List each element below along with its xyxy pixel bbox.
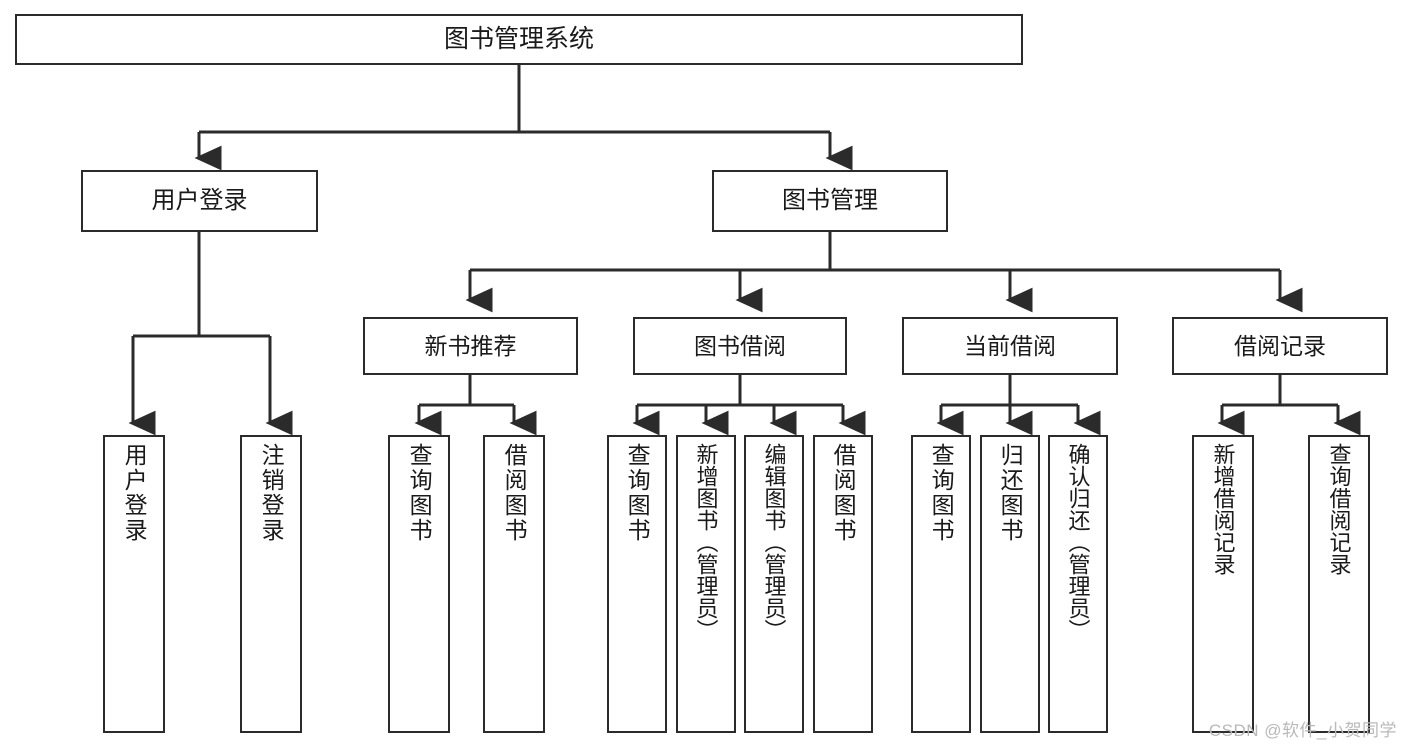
leaf-query-book-2[interactable]: 查询图书 [607, 435, 667, 733]
node-book-management[interactable]: 图书管理 [712, 170, 948, 232]
node-book-borrow-label: 图书借阅 [694, 332, 786, 359]
leaf-add-record-label: 新增借阅记录 [1210, 443, 1236, 575]
leaf-logout-label: 注销登录 [258, 443, 285, 543]
leaf-user-login[interactable]: 用户登录 [103, 435, 165, 733]
node-new-book-recommend-label: 新书推荐 [424, 332, 517, 359]
node-book-borrow[interactable]: 图书借阅 [633, 317, 847, 375]
leaf-edit-book[interactable]: 编辑图书（管理员） [744, 435, 804, 733]
node-book-management-label: 图书管理 [782, 187, 878, 215]
node-user-login-label: 用户登录 [151, 187, 248, 215]
leaf-add-book[interactable]: 新增图书（管理员） [676, 435, 736, 733]
leaf-query-book-3[interactable]: 查询图书 [911, 435, 971, 733]
leaf-user-login-label: 用户登录 [121, 443, 148, 543]
leaf-query-book-1-label: 查询图书 [406, 443, 433, 543]
leaf-query-record[interactable]: 查询借阅记录 [1308, 435, 1370, 733]
leaf-borrow-book-2-label: 借阅图书 [830, 443, 857, 543]
node-borrow-record[interactable]: 借阅记录 [1172, 317, 1388, 375]
leaf-query-book-3-label: 查询图书 [928, 443, 955, 543]
node-root[interactable]: 图书管理系统 [15, 14, 1023, 65]
watermark: CSDN @软件_小贺同学 [1208, 721, 1397, 740]
leaf-return-book[interactable]: 归还图书 [980, 435, 1040, 733]
leaf-return-book-label: 归还图书 [997, 443, 1024, 543]
node-borrow-record-label: 借阅记录 [1234, 332, 1326, 359]
node-root-label: 图书管理系统 [443, 25, 594, 54]
node-current-borrow[interactable]: 当前借阅 [902, 317, 1118, 375]
leaf-query-book-1[interactable]: 查询图书 [388, 435, 450, 733]
leaf-edit-book-label: 编辑图书（管理员） [761, 443, 787, 641]
leaf-query-record-label: 查询借阅记录 [1326, 443, 1352, 575]
leaf-add-book-label: 新增图书（管理员） [693, 443, 719, 641]
leaf-borrow-book-1-label: 借阅图书 [501, 443, 528, 543]
leaf-borrow-book-2[interactable]: 借阅图书 [813, 435, 873, 733]
leaf-add-record[interactable]: 新增借阅记录 [1192, 435, 1254, 733]
leaf-borrow-book-1[interactable]: 借阅图书 [483, 435, 545, 733]
leaf-query-book-2-label: 查询图书 [624, 443, 651, 543]
node-current-borrow-label: 当前借阅 [964, 332, 1056, 359]
leaf-confirm-return-label: 确认归还（管理员） [1065, 443, 1091, 641]
node-user-login[interactable]: 用户登录 [81, 170, 318, 232]
node-new-book-recommend[interactable]: 新书推荐 [363, 317, 578, 375]
leaf-confirm-return[interactable]: 确认归还（管理员） [1048, 435, 1108, 733]
leaf-logout[interactable]: 注销登录 [240, 435, 302, 733]
